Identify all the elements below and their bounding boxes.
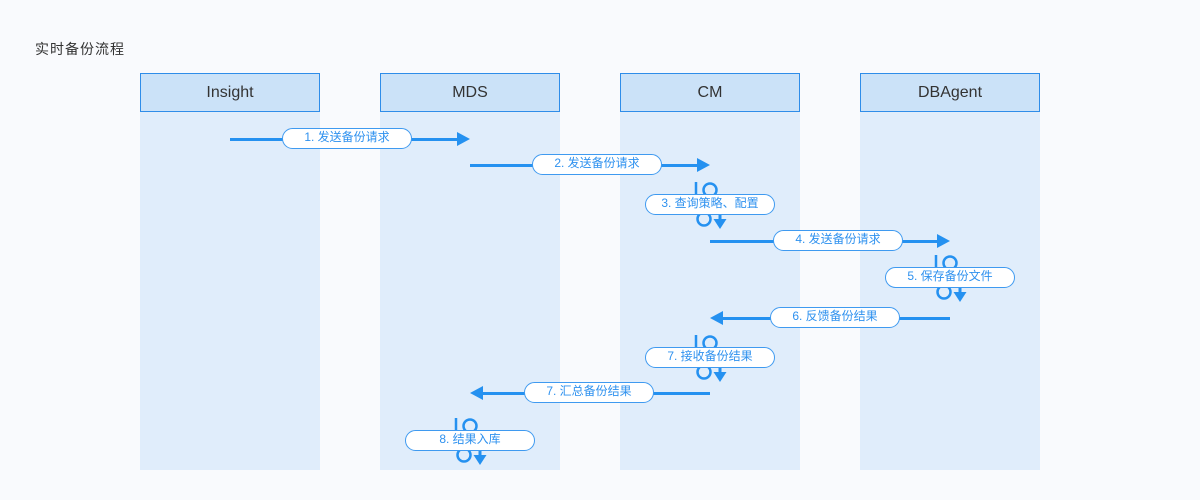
arrowhead-right-icon xyxy=(457,132,470,146)
message-label: 8. 结果入库 xyxy=(405,430,535,451)
actor-label-mds: MDS xyxy=(452,83,488,101)
message-label: 7. 接收备份结果 xyxy=(645,347,775,368)
message-label: 2. 发送备份请求 xyxy=(532,154,662,175)
actor-label-insight: Insight xyxy=(206,83,254,101)
lifeline-insight xyxy=(140,112,320,470)
message-label: 7. 汇总备份结果 xyxy=(524,382,654,403)
message-label: 4. 发送备份请求 xyxy=(773,230,903,251)
actor-label-cm: CM xyxy=(697,83,723,101)
actor-dbagent: DBAgent xyxy=(860,73,1040,470)
arrowhead-right-icon xyxy=(697,158,710,172)
message-label: 1. 发送备份请求 xyxy=(282,128,412,149)
actor-header-insight: Insight xyxy=(140,73,320,112)
actor-header-cm: CM xyxy=(620,73,800,112)
actor-insight: Insight xyxy=(140,73,320,470)
diagram-title: 实时备份流程 xyxy=(35,41,125,57)
message-label: 3. 查询策略、配置 xyxy=(645,194,775,215)
arrowhead-left-icon xyxy=(710,311,723,325)
arrowhead-right-icon xyxy=(937,234,950,248)
actor-cm: CM xyxy=(620,73,800,470)
message-label: 6. 反馈备份结果 xyxy=(770,307,900,328)
actor-header-mds: MDS xyxy=(380,73,560,112)
message-label: 5. 保存备份文件 xyxy=(885,267,1015,288)
actor-header-dbagent: DBAgent xyxy=(860,73,1040,112)
actor-mds: MDS xyxy=(380,73,560,470)
actor-label-dbagent: DBAgent xyxy=(917,83,983,101)
arrowhead-left-icon xyxy=(470,386,483,400)
lifeline-mds xyxy=(380,112,560,470)
